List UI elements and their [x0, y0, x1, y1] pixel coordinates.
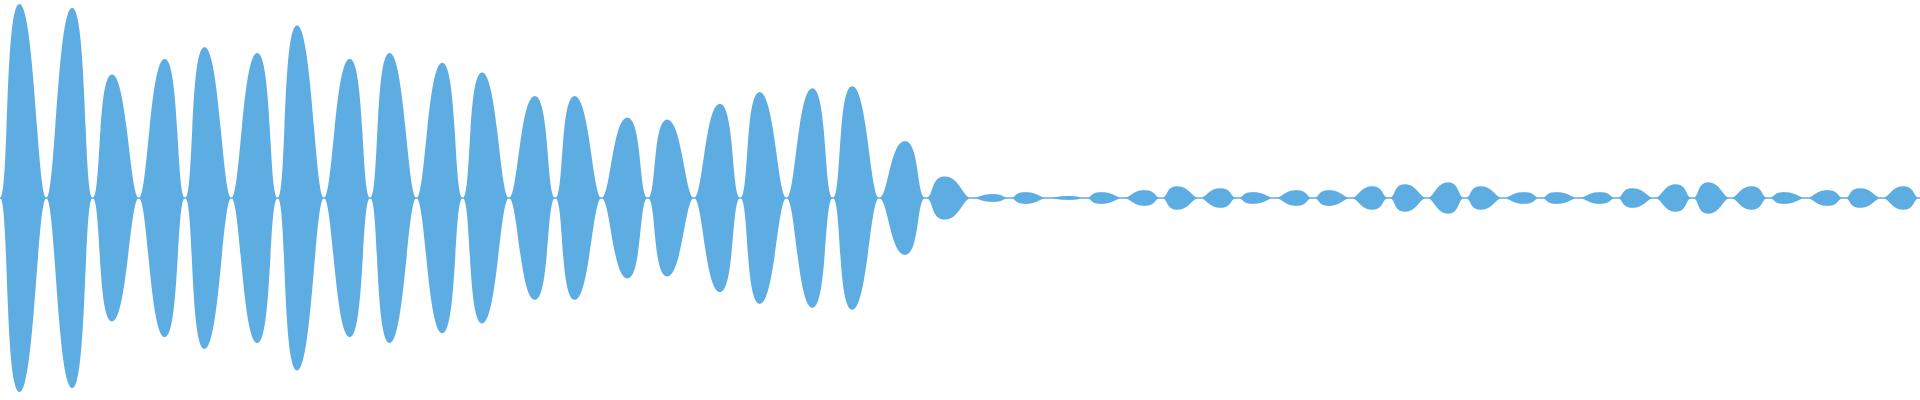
waveform-lobes: [0, 3, 1920, 393]
